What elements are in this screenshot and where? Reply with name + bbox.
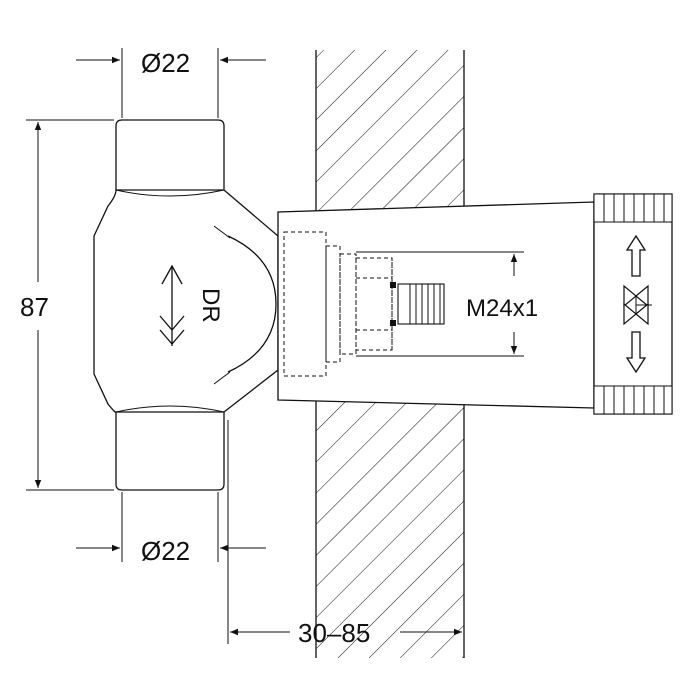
height-dimension [26, 119, 114, 491]
wall-depth-dimension [227, 420, 465, 644]
thread-label: M24x1 [466, 295, 538, 322]
hidden-cartridge [283, 231, 396, 377]
top-diameter-label: Ø22 [141, 48, 190, 78]
valve-body [93, 119, 279, 491]
spindle [397, 283, 445, 325]
bottom-diameter-label: Ø22 [141, 536, 190, 566]
knurled-nut [593, 193, 673, 415]
body-marking: DR [197, 288, 224, 323]
height-label: 87 [20, 292, 49, 322]
thread-dimension [356, 251, 524, 357]
top-diameter-dimension [76, 48, 266, 118]
wall-depth-label: 30–85 [298, 618, 370, 648]
flow-direction-icon [159, 264, 185, 346]
valve-symbol-icon [623, 234, 652, 374]
